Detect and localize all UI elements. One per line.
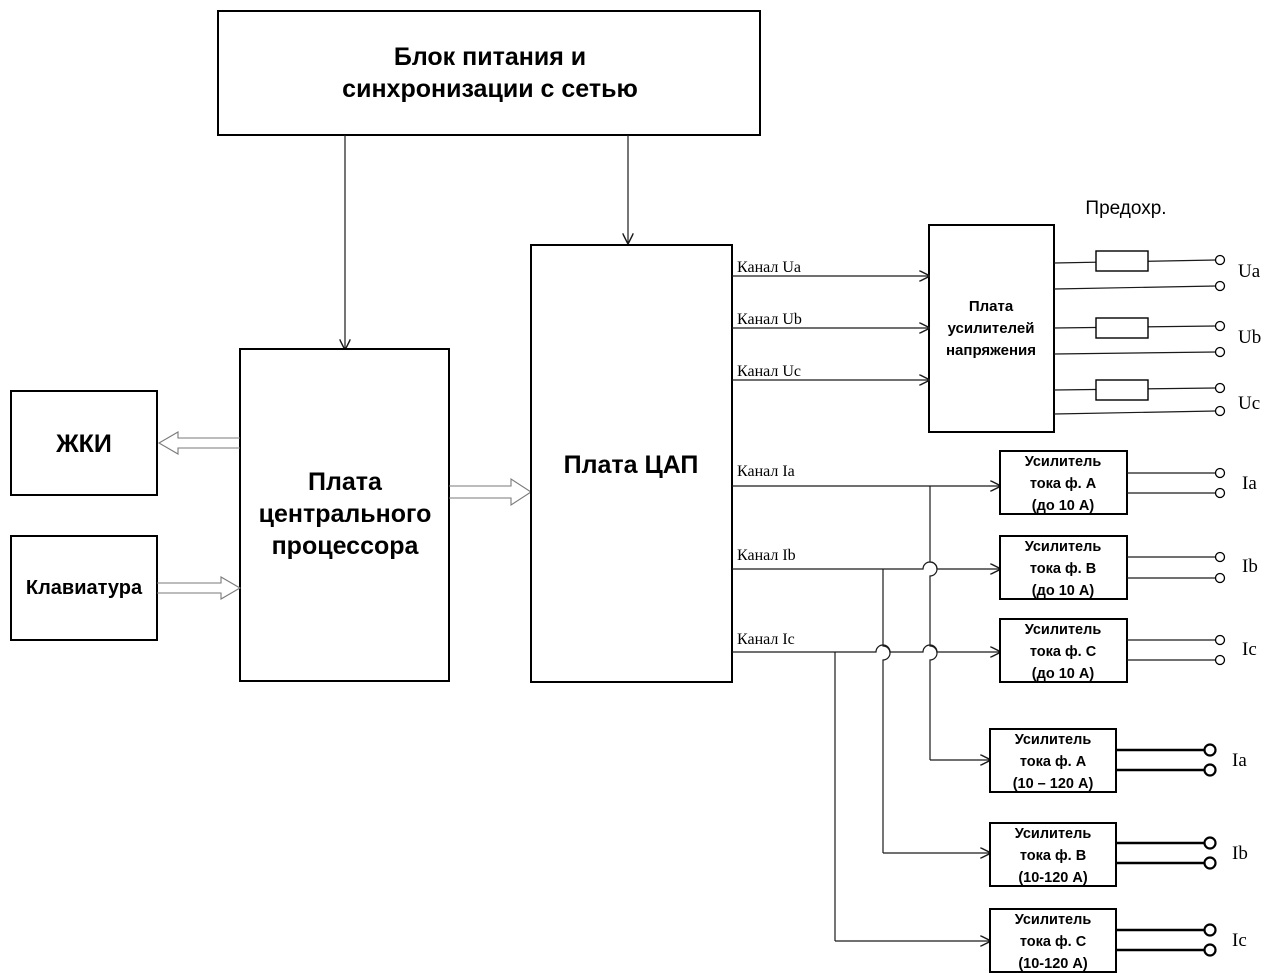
output-ib-big bbox=[1116, 836, 1217, 870]
channel-ia-label: Канал Ia bbox=[737, 463, 795, 480]
vamp-title-1: Плата bbox=[969, 298, 1014, 315]
lcd-label: ЖКИ bbox=[55, 430, 112, 458]
power-block-title-1: Блок питания и bbox=[394, 43, 586, 71]
amp-b-big-line2: тока ф. В bbox=[1020, 848, 1086, 864]
output-ia-small-label: Ia bbox=[1242, 473, 1257, 494]
output-ia-small bbox=[1127, 467, 1226, 499]
voltage-amp-board bbox=[928, 224, 1055, 433]
cpu-board-block bbox=[239, 348, 450, 682]
amp-a-small-line2: тока ф. А bbox=[1030, 476, 1097, 492]
keyboard-to-cpu-arrow bbox=[157, 576, 242, 600]
output-ua-label: Ua bbox=[1238, 261, 1261, 282]
current-amp-c-big bbox=[989, 908, 1117, 973]
amp-c-big-line2: тока ф. С bbox=[1020, 934, 1087, 950]
amp-a-big-line3: (10 – 120 А) bbox=[1013, 776, 1094, 792]
power-block-title-2: синхронизации с сетью bbox=[342, 75, 638, 103]
power-sync-block bbox=[217, 10, 761, 136]
amp-b-small-line3: (до 10 А) bbox=[1032, 583, 1095, 599]
amp-a-small-line1: Усилитель bbox=[1025, 454, 1102, 470]
channel-ia-branch bbox=[929, 486, 938, 760]
current-amp-a-small bbox=[999, 450, 1128, 515]
amp-c-big-line3: (10-120 А) bbox=[1018, 956, 1087, 972]
output-ic-big bbox=[1116, 923, 1217, 957]
channel-ic-wire bbox=[732, 644, 1000, 652]
cpu-title-2: центрального bbox=[259, 500, 432, 528]
dac-title: Плата ЦАП bbox=[564, 451, 699, 479]
amp-b-big-line3: (10-120 А) bbox=[1018, 870, 1087, 886]
fuse-uc bbox=[1095, 379, 1149, 401]
output-ia-big bbox=[1116, 743, 1217, 777]
amp-b-small-line2: тока ф. В bbox=[1030, 561, 1096, 577]
fuse-ub bbox=[1095, 317, 1149, 339]
amp-b-small-line1: Усилитель bbox=[1025, 539, 1102, 555]
vamp-title-3: напряжения bbox=[946, 342, 1036, 359]
output-ic-big-label: Ic bbox=[1232, 930, 1247, 951]
amp-c-big-line1: Усилитель bbox=[1015, 912, 1092, 928]
keyboard-label: Клавиатура bbox=[26, 577, 143, 599]
channel-ib-label: Канал Ib bbox=[737, 547, 796, 564]
output-ib-big-label: Ib bbox=[1232, 843, 1248, 864]
output-ia-big-label: Ia bbox=[1232, 750, 1247, 771]
lcd-block bbox=[10, 390, 158, 496]
current-amp-b-small bbox=[999, 535, 1128, 600]
channel-ua-label: Канал Ua bbox=[737, 259, 801, 276]
fuse-label: Предохр. bbox=[1085, 198, 1166, 219]
amp-c-small-line3: (до 10 А) bbox=[1032, 666, 1095, 682]
amp-a-big-line1: Усилитель bbox=[1015, 732, 1092, 748]
output-ub bbox=[1053, 317, 1226, 358]
output-ib-small bbox=[1127, 551, 1226, 584]
keyboard-block bbox=[10, 535, 158, 641]
vamp-title-2: усилителей bbox=[948, 320, 1035, 337]
dac-board-block bbox=[530, 244, 733, 683]
output-uc bbox=[1053, 379, 1226, 417]
output-ua bbox=[1053, 250, 1226, 292]
channel-ic-label: Канал Ic bbox=[737, 631, 795, 648]
fuse-ua bbox=[1095, 250, 1149, 272]
channel-ib-wire bbox=[732, 561, 1000, 569]
output-uc-label: Uc bbox=[1238, 393, 1260, 414]
amp-a-big-line2: тока ф. А bbox=[1020, 754, 1087, 770]
current-amp-b-big bbox=[989, 822, 1117, 887]
channel-ub-label: Канал Ub bbox=[737, 311, 802, 328]
cpu-to-dac-arrow bbox=[449, 477, 533, 507]
cpu-title-3: процессора bbox=[272, 532, 420, 560]
output-ic-small bbox=[1127, 634, 1226, 666]
amp-c-small-line1: Усилитель bbox=[1025, 622, 1102, 638]
channel-uc-label: Канал Uc bbox=[737, 363, 801, 380]
amp-c-small-line2: тока ф. С bbox=[1030, 644, 1097, 660]
current-amp-c-small bbox=[999, 618, 1128, 683]
cpu-title-1: Плата bbox=[308, 468, 383, 496]
output-ib-small-label: Ib bbox=[1242, 556, 1258, 577]
current-amp-a-big bbox=[989, 728, 1117, 793]
amp-b-big-line1: Усилитель bbox=[1015, 826, 1092, 842]
output-ic-small-label: Ic bbox=[1242, 639, 1257, 660]
channel-ib-branch bbox=[882, 569, 891, 853]
output-ub-label: Ub bbox=[1238, 327, 1261, 348]
amp-a-small-line3: (до 10 А) bbox=[1032, 498, 1095, 514]
cpu-to-lcd-arrow bbox=[157, 431, 240, 455]
